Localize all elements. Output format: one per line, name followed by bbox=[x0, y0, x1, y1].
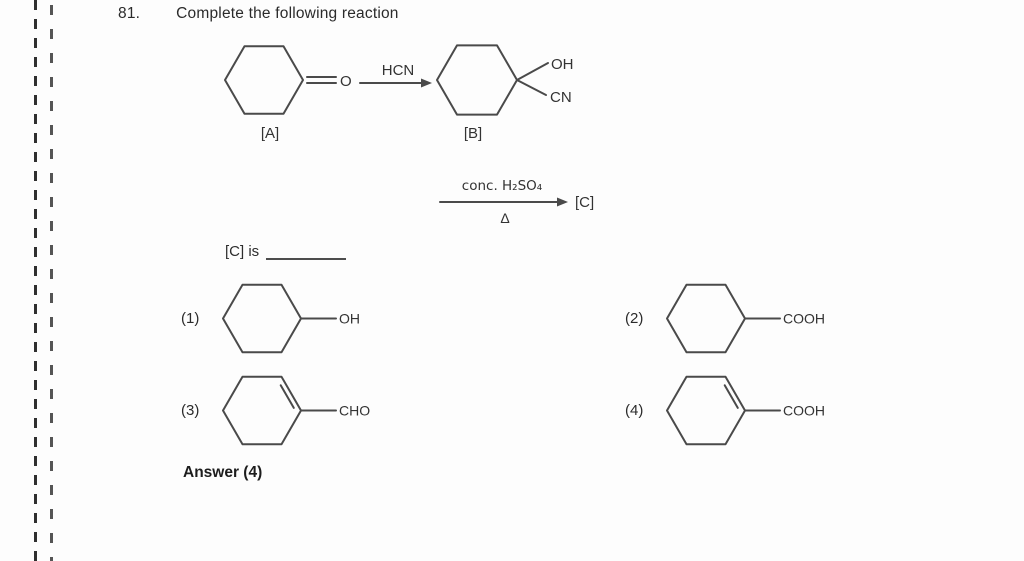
cyclohexane-ring bbox=[222, 283, 302, 354]
label-B: [B] bbox=[464, 125, 482, 142]
option-1-substituent-label: OH bbox=[339, 311, 360, 327]
option-2: (2) COOH bbox=[625, 276, 846, 361]
option-3-substituent-label: CHO bbox=[339, 403, 370, 419]
option-4-number: (4) bbox=[625, 402, 644, 419]
delta-heat-symbol: Δ bbox=[500, 210, 509, 226]
label-A: [A] bbox=[261, 125, 279, 142]
option-1: (1) OH bbox=[181, 276, 402, 361]
step1-arrow-head bbox=[421, 78, 432, 88]
hydroxyl-bond bbox=[516, 62, 549, 81]
page-margin-dashed-line-outer bbox=[34, 0, 37, 561]
option-3: (3) CHO bbox=[181, 368, 402, 453]
answer-text: Answer (4) bbox=[183, 464, 263, 481]
hydroxyl-label: OH bbox=[551, 56, 574, 73]
option-2-structure-cyclohexanecarboxylic-acid: COOH bbox=[666, 283, 825, 354]
page-margin-dashed-line-inner bbox=[50, 0, 53, 561]
question-prompt: [C] is bbox=[225, 243, 347, 260]
step2-arrow-head bbox=[557, 197, 568, 207]
ring-double-bond bbox=[723, 384, 739, 409]
option-3-structure-cyclohexene-carbaldehyde: CHO bbox=[222, 375, 370, 446]
question-title: Complete the following reaction bbox=[176, 5, 399, 22]
cyclohexane-ring bbox=[666, 283, 746, 354]
option-3-number: (3) bbox=[181, 402, 200, 419]
nitrile-label: CN bbox=[550, 89, 572, 106]
nitrile-bond bbox=[516, 79, 547, 96]
option-1-structure-cyclohexanol: OH bbox=[222, 283, 360, 354]
label-C: [C] bbox=[575, 194, 594, 211]
cyanohydrin-ring bbox=[436, 44, 518, 116]
answer-blank-line bbox=[266, 243, 347, 260]
question-number: 81. bbox=[118, 5, 141, 22]
option-2-substituent-label: COOH bbox=[783, 311, 825, 327]
prompt-text: [C] is bbox=[225, 243, 260, 260]
step2-reagent-label: conc. H₂SO₄ bbox=[462, 178, 542, 194]
carbonyl-oxygen-label: O bbox=[340, 73, 352, 90]
reaction-scheme-step1: O HCN OH CN [A] [B] bbox=[224, 44, 574, 142]
option-4: (4) COOH bbox=[625, 368, 846, 453]
cyclohexene-ring bbox=[222, 375, 302, 446]
question-header: 81. Complete the following reaction bbox=[118, 5, 399, 23]
option-4-structure-cyclohexene-carboxylic-acid: COOH bbox=[666, 375, 825, 446]
ring-double-bond bbox=[279, 384, 295, 409]
step1-reagent-label: HCN bbox=[382, 62, 415, 79]
option-1-number: (1) bbox=[181, 310, 200, 327]
cyclohexanone-ring bbox=[224, 45, 304, 115]
option-4-substituent-label: COOH bbox=[783, 403, 825, 419]
option-2-number: (2) bbox=[625, 310, 644, 327]
cyclohexene-ring bbox=[666, 375, 746, 446]
reaction-scheme-step2: conc. H₂SO₄ Δ [C] bbox=[439, 178, 594, 226]
